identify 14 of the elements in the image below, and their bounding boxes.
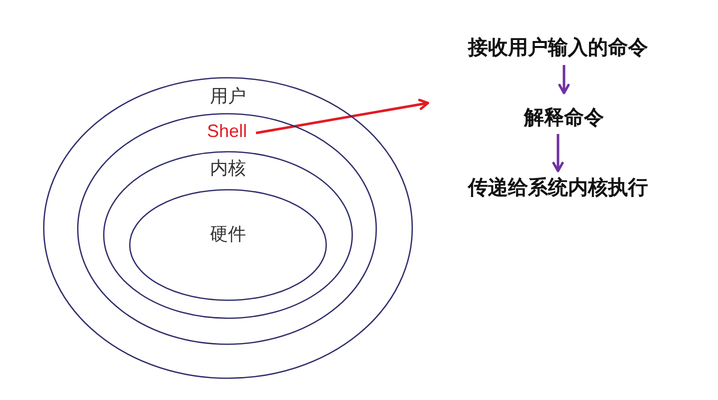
ellipse-layer xyxy=(43,77,413,379)
step-label: 传递给系统内核执行 xyxy=(468,175,648,201)
arrow xyxy=(558,65,570,94)
layer-label: 用户 xyxy=(210,85,246,107)
step-label: 接收用户输入的命令 xyxy=(468,35,648,61)
ellipse-layer xyxy=(77,113,377,345)
arrow xyxy=(256,98,430,134)
layer-label: Shell xyxy=(206,120,248,142)
layer-label: 硬件 xyxy=(210,223,246,245)
arrow xyxy=(552,134,564,172)
step-label: 解释命令 xyxy=(524,105,604,131)
layer-label: 内核 xyxy=(210,157,246,179)
ellipse-layer xyxy=(129,189,327,301)
ellipse-layer xyxy=(103,151,353,319)
